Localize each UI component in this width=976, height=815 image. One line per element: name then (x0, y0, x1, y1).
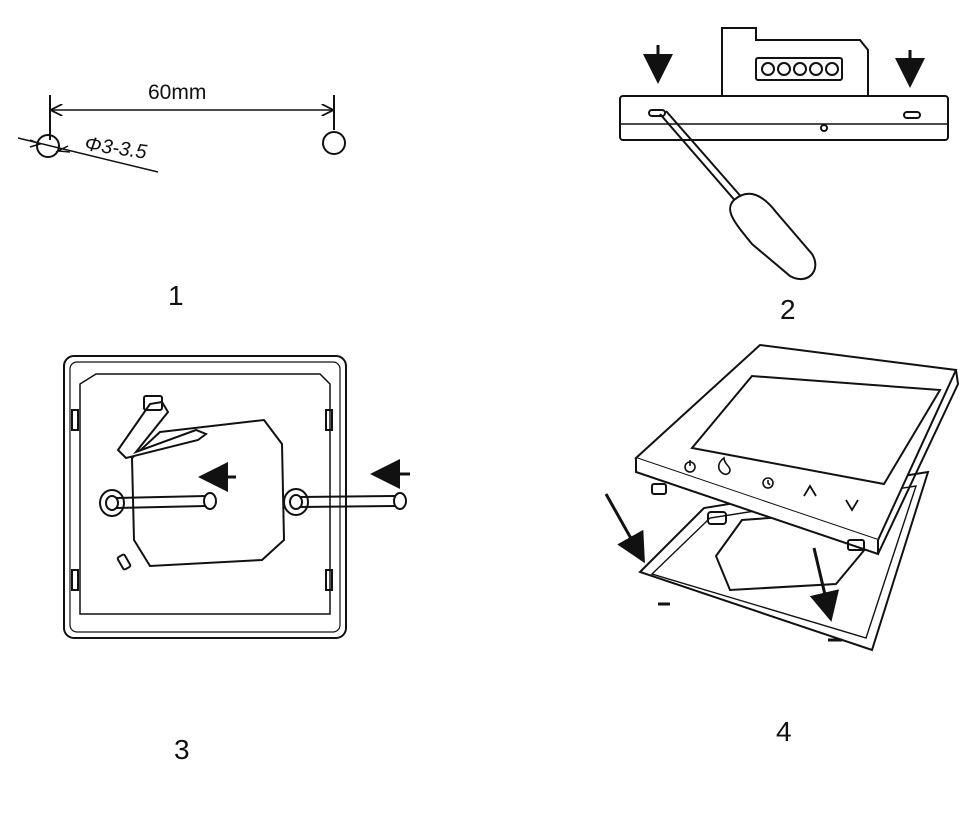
step-number-2: 2 (780, 294, 796, 325)
release-slot-left (648, 109, 666, 117)
drain-slot (116, 553, 132, 571)
release-slot-right (903, 111, 921, 119)
mounting-hole-right (322, 131, 346, 155)
step-number-3: 3 (174, 734, 190, 765)
step-number-1: 1 (168, 280, 184, 311)
side-clip (71, 409, 79, 431)
flame-icon (717, 456, 731, 476)
cable-clip (143, 395, 163, 411)
cable-bracket (116, 400, 209, 460)
back-frame-inner (650, 485, 918, 639)
body-screw-hole (820, 124, 828, 132)
terminal-strip (755, 57, 843, 81)
screw-icon (283, 488, 407, 516)
clock-icon (762, 477, 774, 489)
panel-latch (707, 511, 727, 525)
side-clip (71, 569, 79, 591)
thermostat-body-side (619, 95, 949, 141)
diameter-leader (17, 137, 159, 173)
step-3-panel (63, 355, 410, 639)
screwdriver-icon (659, 110, 817, 281)
down-chevron-icon (845, 499, 859, 512)
terminal-screws (761, 62, 839, 76)
step-2-panel (619, 27, 949, 281)
junction-box (130, 418, 286, 568)
leader-arrow-left (29, 139, 43, 148)
side-clip (325, 569, 333, 591)
panel-latch (847, 539, 865, 551)
mounting-hole-left (36, 134, 60, 158)
hole-diameter-label: Φ3-3.5 (83, 133, 149, 164)
lcd-screen (690, 374, 942, 486)
arrow-icon (604, 493, 645, 564)
step-4-panel (604, 343, 960, 652)
side-clip (325, 409, 333, 431)
screw-icon (99, 489, 217, 517)
arrow-icon (809, 547, 840, 622)
leader-arrow-right (55, 145, 71, 153)
up-chevron-icon (803, 484, 817, 497)
back-plate-inner (79, 373, 331, 615)
step-1-panel (17, 95, 346, 173)
panel-latch (651, 483, 667, 495)
step-number-4: 4 (776, 716, 792, 747)
power-icon (684, 460, 696, 473)
front-panel-side (877, 369, 960, 555)
terminal-block (721, 27, 869, 96)
dimension-label: 60mm (148, 81, 206, 104)
front-panel-edge (635, 458, 879, 556)
